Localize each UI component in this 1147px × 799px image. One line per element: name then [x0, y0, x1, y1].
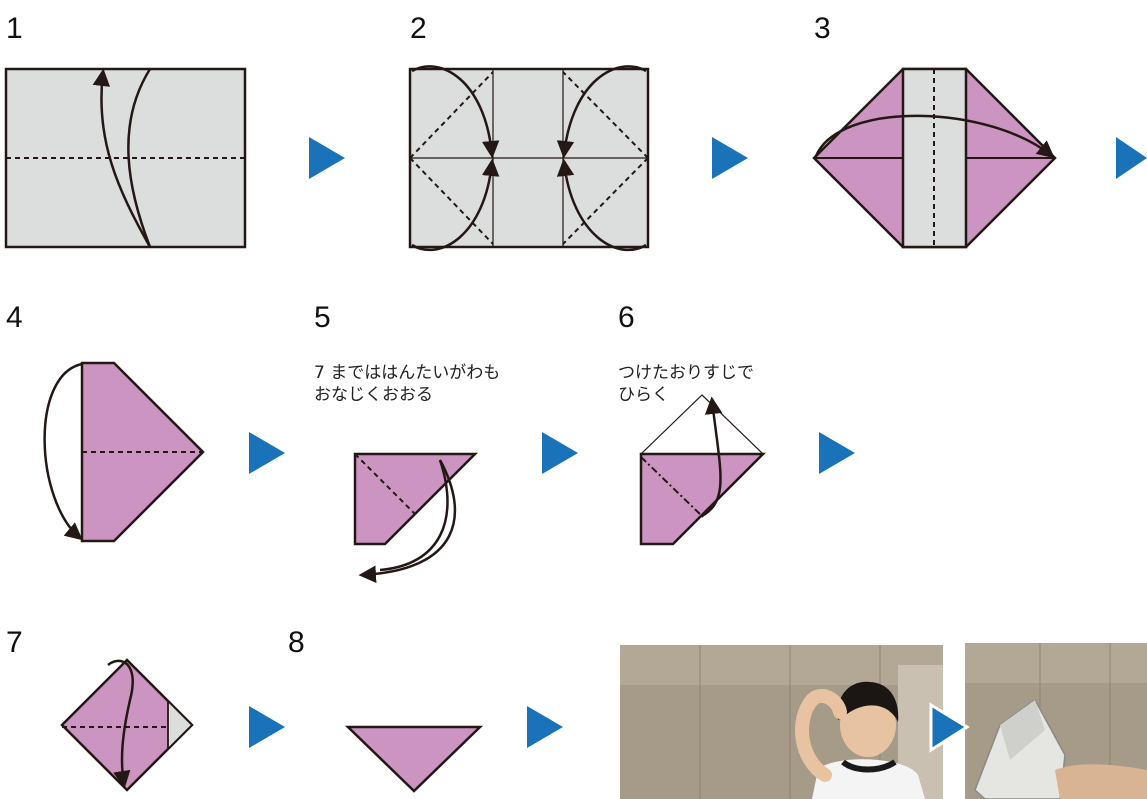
child-wearing-paper-hat-photo-icon — [620, 645, 943, 799]
next-arrow-icon — [249, 432, 285, 474]
step-1-fold-arrow — [92, 68, 152, 248]
step-5-diagram — [353, 452, 479, 584]
step-8-paper — [344, 725, 484, 793]
next-arrow-icon — [929, 702, 970, 753]
step-2-arrow-bottom-right — [556, 158, 647, 251]
step-5-paper — [353, 452, 479, 546]
step-6-note: つけたおりすじで ひらく — [618, 363, 754, 405]
step-2-arrow-bottom-left — [411, 158, 500, 251]
step-number-7: 7 — [6, 626, 23, 659]
step-number-1: 1 — [6, 12, 23, 45]
step-1-fold-arrow-tail — [127, 68, 152, 248]
next-arrow-icon — [249, 706, 285, 748]
step-3-center-band — [901, 67, 968, 249]
next-arrow-icon — [819, 432, 855, 474]
step-2-fold-lines — [409, 71, 649, 245]
next-arrow-icon — [542, 432, 578, 474]
step-6-diagram — [639, 394, 767, 546]
step-2-arrow-top-left — [411, 65, 500, 159]
step-4-fold-arrow — [43, 362, 83, 541]
next-step-arrows — [249, 137, 1147, 748]
step-1-diagram — [4, 67, 247, 249]
next-arrow-icon — [712, 137, 748, 179]
folded-newspaper-hat-photo-icon — [965, 643, 1147, 799]
step-number-5: 5 — [314, 301, 331, 334]
step-6-paper — [639, 452, 767, 546]
next-arrow-icon — [309, 137, 345, 179]
step-4-diagram — [43, 361, 205, 543]
step-4-paper — [80, 361, 205, 543]
step-6-open-arrow — [701, 396, 723, 518]
step-5-fold-arrow — [358, 459, 457, 584]
step-5-note: 7 までははんたいがわも おなじくおおる — [314, 363, 501, 405]
step-7-diagram — [60, 658, 194, 792]
step-number-6: 6 — [618, 301, 635, 334]
step-8-diagram — [344, 725, 484, 793]
step-number-8: 8 — [288, 626, 305, 659]
step-6-crease-line — [640, 456, 704, 518]
step-2-arrow-top-right — [556, 65, 647, 159]
step-2-diagram — [408, 65, 650, 251]
step-6-open-outline — [639, 394, 765, 455]
step-3-diagram — [812, 67, 1057, 249]
next-arrow-icon — [1116, 137, 1147, 179]
next-arrow-icon — [527, 706, 563, 748]
step-7-fold-arrow — [107, 659, 134, 789]
step-number-3: 3 — [814, 12, 831, 45]
step-5-fold-arrow-inner — [379, 459, 449, 572]
step-7-gray-flap — [167, 698, 194, 752]
step-number-2: 2 — [410, 12, 427, 45]
step-3-fold-arrow — [814, 114, 1055, 159]
step-number-4: 4 — [6, 301, 23, 334]
